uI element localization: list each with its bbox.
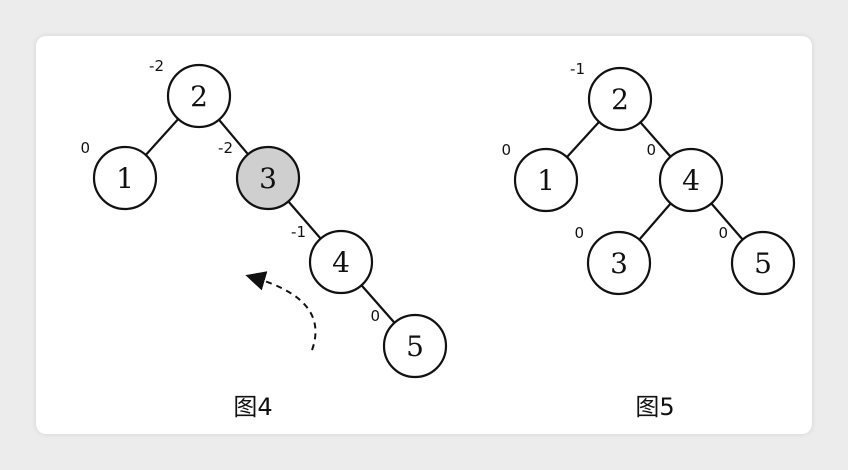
node-circle	[586, 230, 652, 296]
node-value: 2	[611, 83, 629, 116]
node-circle	[513, 147, 579, 213]
tree-node-2: 2 -1	[570, 60, 653, 132]
balance-factor: -1	[570, 60, 585, 78]
rotation-arrow-icon	[245, 271, 317, 351]
node-circle	[166, 63, 232, 129]
node-circle	[730, 230, 796, 296]
node-value: 3	[259, 162, 277, 195]
node-circle	[658, 147, 724, 213]
node-value: 1	[116, 162, 134, 195]
node-circle	[587, 66, 653, 132]
balance-factor: 0	[574, 224, 584, 242]
tree-node-3: 30	[574, 224, 652, 296]
node-circle	[382, 313, 448, 379]
balance-factor: 0	[718, 224, 728, 242]
tree-node-4: 40	[646, 141, 724, 213]
balance-factor: 0	[501, 141, 511, 159]
balance-factor: 0	[646, 141, 656, 159]
tree-node-1: 10	[80, 139, 158, 211]
balance-factor: 0	[370, 307, 380, 325]
balance-factor: -1	[291, 223, 306, 241]
node-value: 1	[537, 164, 555, 197]
figure-4-caption: 图4	[233, 393, 272, 421]
node-value: 4	[332, 246, 350, 279]
tree-node-2: 2 -2	[149, 57, 232, 129]
figure-5-caption: 图5	[635, 393, 674, 421]
node-value: 3	[610, 247, 628, 280]
node-value: 5	[754, 247, 772, 280]
balance-factor: -2	[149, 57, 164, 75]
node-value: 5	[406, 330, 424, 363]
node-circle	[308, 229, 374, 295]
tree-node-3: 3 -2	[218, 139, 301, 211]
node-circle	[235, 145, 301, 211]
node-value: 2	[190, 80, 208, 113]
tree-node-5: 50	[370, 307, 448, 379]
node-value: 4	[682, 164, 700, 197]
tree-node-5: 50	[718, 224, 796, 296]
balance-factor: 0	[80, 139, 90, 157]
tree-node-4: 4 -1	[291, 223, 374, 295]
node-circle	[92, 145, 158, 211]
balance-factor: -2	[218, 139, 233, 157]
tree-node-1: 10	[501, 141, 579, 213]
